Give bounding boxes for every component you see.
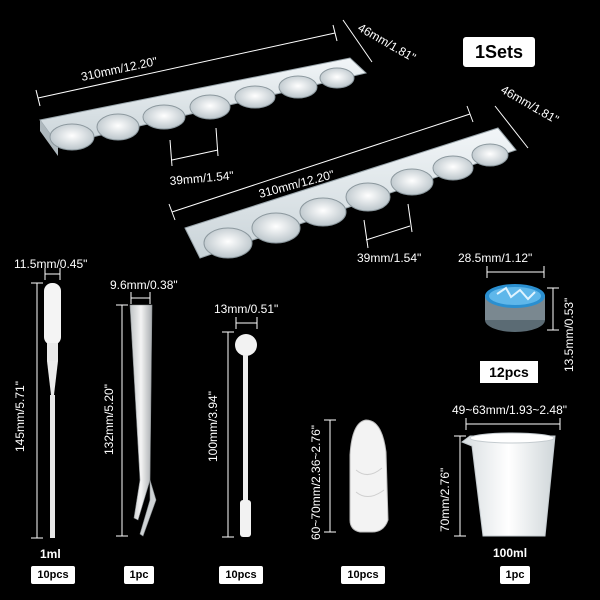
dropper-qty-badge: 10pcs (31, 566, 75, 584)
foil-jar-qty-badge: 12pcs (480, 361, 538, 383)
cup-width-label: 49~63mm/1.93~2.48" (452, 403, 567, 417)
tweezers-height-label: 132mm/5.20" (102, 384, 116, 455)
foil-jar-height-label: 13.5mm/0.53" (562, 298, 576, 372)
finger-cot: 60~70mm/2.36~2.76" (309, 419, 389, 540)
tweezers-qty-badge: 1pc (124, 566, 154, 584)
foil-jar: 28.5mm/1.12" 13.5mm/0.53" (458, 251, 576, 372)
dropper-height-label: 145mm/5.71" (13, 381, 27, 452)
dropper-capacity-label: 1ml (40, 547, 61, 561)
mold-bottom-width-label: 46mm/1.81" (499, 82, 562, 126)
cup-qty-badge: 1pc (500, 566, 530, 584)
tweezers: 9.6mm/0.38" 132mm/5.20" (102, 278, 178, 537)
dropper: 11.5mm/0.45" 145mm/5.71" 1ml (13, 257, 87, 561)
mold-top-cavity-label: 39mm/1.54" (169, 168, 234, 188)
cup-height-label: 70mm/2.76" (438, 468, 452, 532)
mold-bottom-cavities (203, 143, 509, 259)
dropper-width-label: 11.5mm/0.45" (14, 257, 87, 271)
mold-top: 310mm/12.20" 46mm/1.81" 39mm/1.54" (35, 19, 419, 188)
cup-capacity-label: 100ml (493, 546, 527, 560)
mold-bottom-cavity-label: 39mm/1.54" (357, 251, 421, 265)
spoon-qty-badge: 10pcs (219, 566, 263, 584)
mold-top-length-label: 310mm/12.20" (80, 54, 159, 84)
mold-top-cavities (49, 67, 355, 151)
set-count-badge: 1Sets (463, 37, 535, 67)
tweezers-width-label: 9.6mm/0.38" (110, 278, 178, 292)
finger-cot-height-label: 60~70mm/2.36~2.76" (309, 425, 323, 540)
measuring-spoon: 13mm/0.51" 100mm/3.94" (206, 302, 278, 538)
foil-jar-width-label: 28.5mm/1.12" (458, 251, 532, 265)
spoon-width-label: 13mm/0.51" (214, 302, 278, 316)
measuring-cup: 49~63mm/1.93~2.48" 70mm/2.76" 100ml (438, 403, 567, 560)
mold-top-width-label: 46mm/1.81" (356, 20, 419, 64)
spoon-height-label: 100mm/3.94" (206, 391, 220, 462)
finger-cot-qty-badge: 10pcs (341, 566, 385, 584)
